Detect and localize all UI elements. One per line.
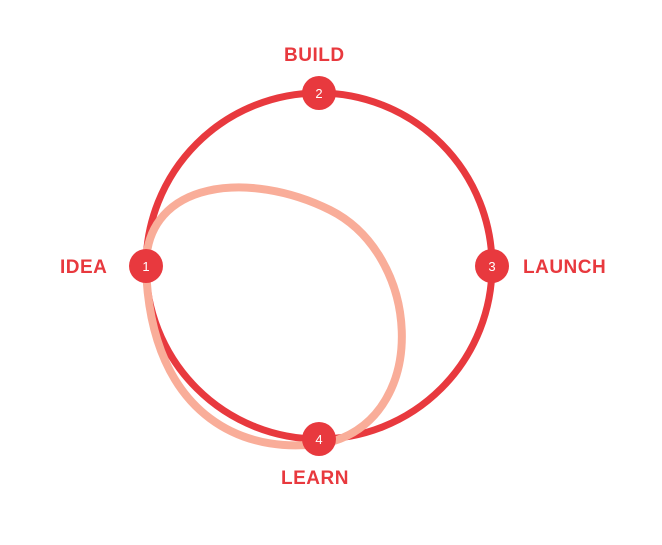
outer-cycle-ring [142,89,496,443]
label-launch: LAUNCH [523,257,607,278]
node-learn-circle [302,422,336,456]
node-build-number: 2 [315,86,322,101]
node-launch-circle [475,249,509,283]
label-idea: IDEA [60,257,108,278]
label-learn: LEARN [281,468,349,489]
label-build: BUILD [284,45,345,66]
node-launch-number: 3 [488,259,495,274]
node-idea-circle [129,249,163,283]
node-launch: 3 [475,249,509,283]
node-learn-number: 4 [315,432,322,447]
node-build: 2 [302,76,336,110]
inner-feedback-loop [141,183,406,450]
node-idea-number: 1 [142,259,149,274]
node-learn: 4 [302,422,336,456]
node-idea: 1 [129,249,163,283]
node-build-circle [302,76,336,110]
